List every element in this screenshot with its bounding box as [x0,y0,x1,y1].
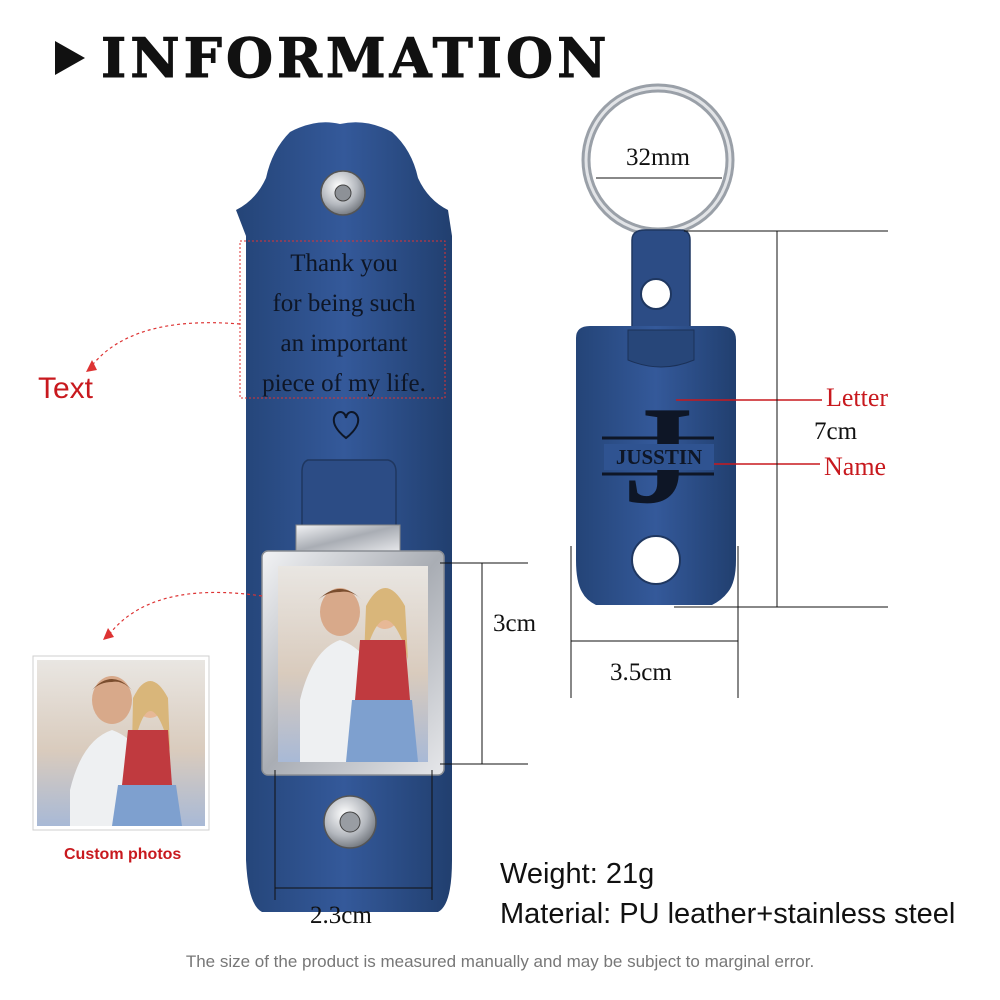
callout-photo-label: Custom photos [64,846,182,863]
custom-photo-thumbnail [32,655,210,831]
text-area-outline [239,240,446,399]
page-title: INFORMATION [55,28,610,89]
callout-text-label: Text [38,372,94,405]
engraved-line: for being such [272,290,416,317]
left-width-dimension: 2.3cm [310,902,372,929]
weight-spec: Weight: 21g [500,858,655,890]
left-height-dimension: 3cm [493,610,537,637]
ring-diameter-dimension: 32mm [626,144,690,171]
callout-name-label: Name [824,452,887,481]
left-keychain [236,122,452,912]
dashed-arrow-icon [107,591,263,637]
heart-icon [332,411,360,440]
right-height-dimension: 7cm [814,418,858,445]
dashed-arrow-icon [89,322,241,369]
right-dimension-lines [570,177,888,698]
left-dimension-lines [274,562,528,900]
right-width-dimension: 3.5cm [610,659,672,686]
engraved-message: Thank you for being such an important pi… [240,244,448,404]
engraved-line: Thank you [290,250,398,277]
engraved-line: piece of my life. [262,370,426,397]
monogram-name: JUSSTIN [604,444,714,470]
engraved-line: an important [280,330,408,357]
triangle-play-icon [55,41,85,75]
callout-letter-label: Letter [826,383,889,412]
material-spec: Material: PU leather+stainless steel [500,898,956,930]
footnote: The size of the product is measured manu… [185,952,815,971]
